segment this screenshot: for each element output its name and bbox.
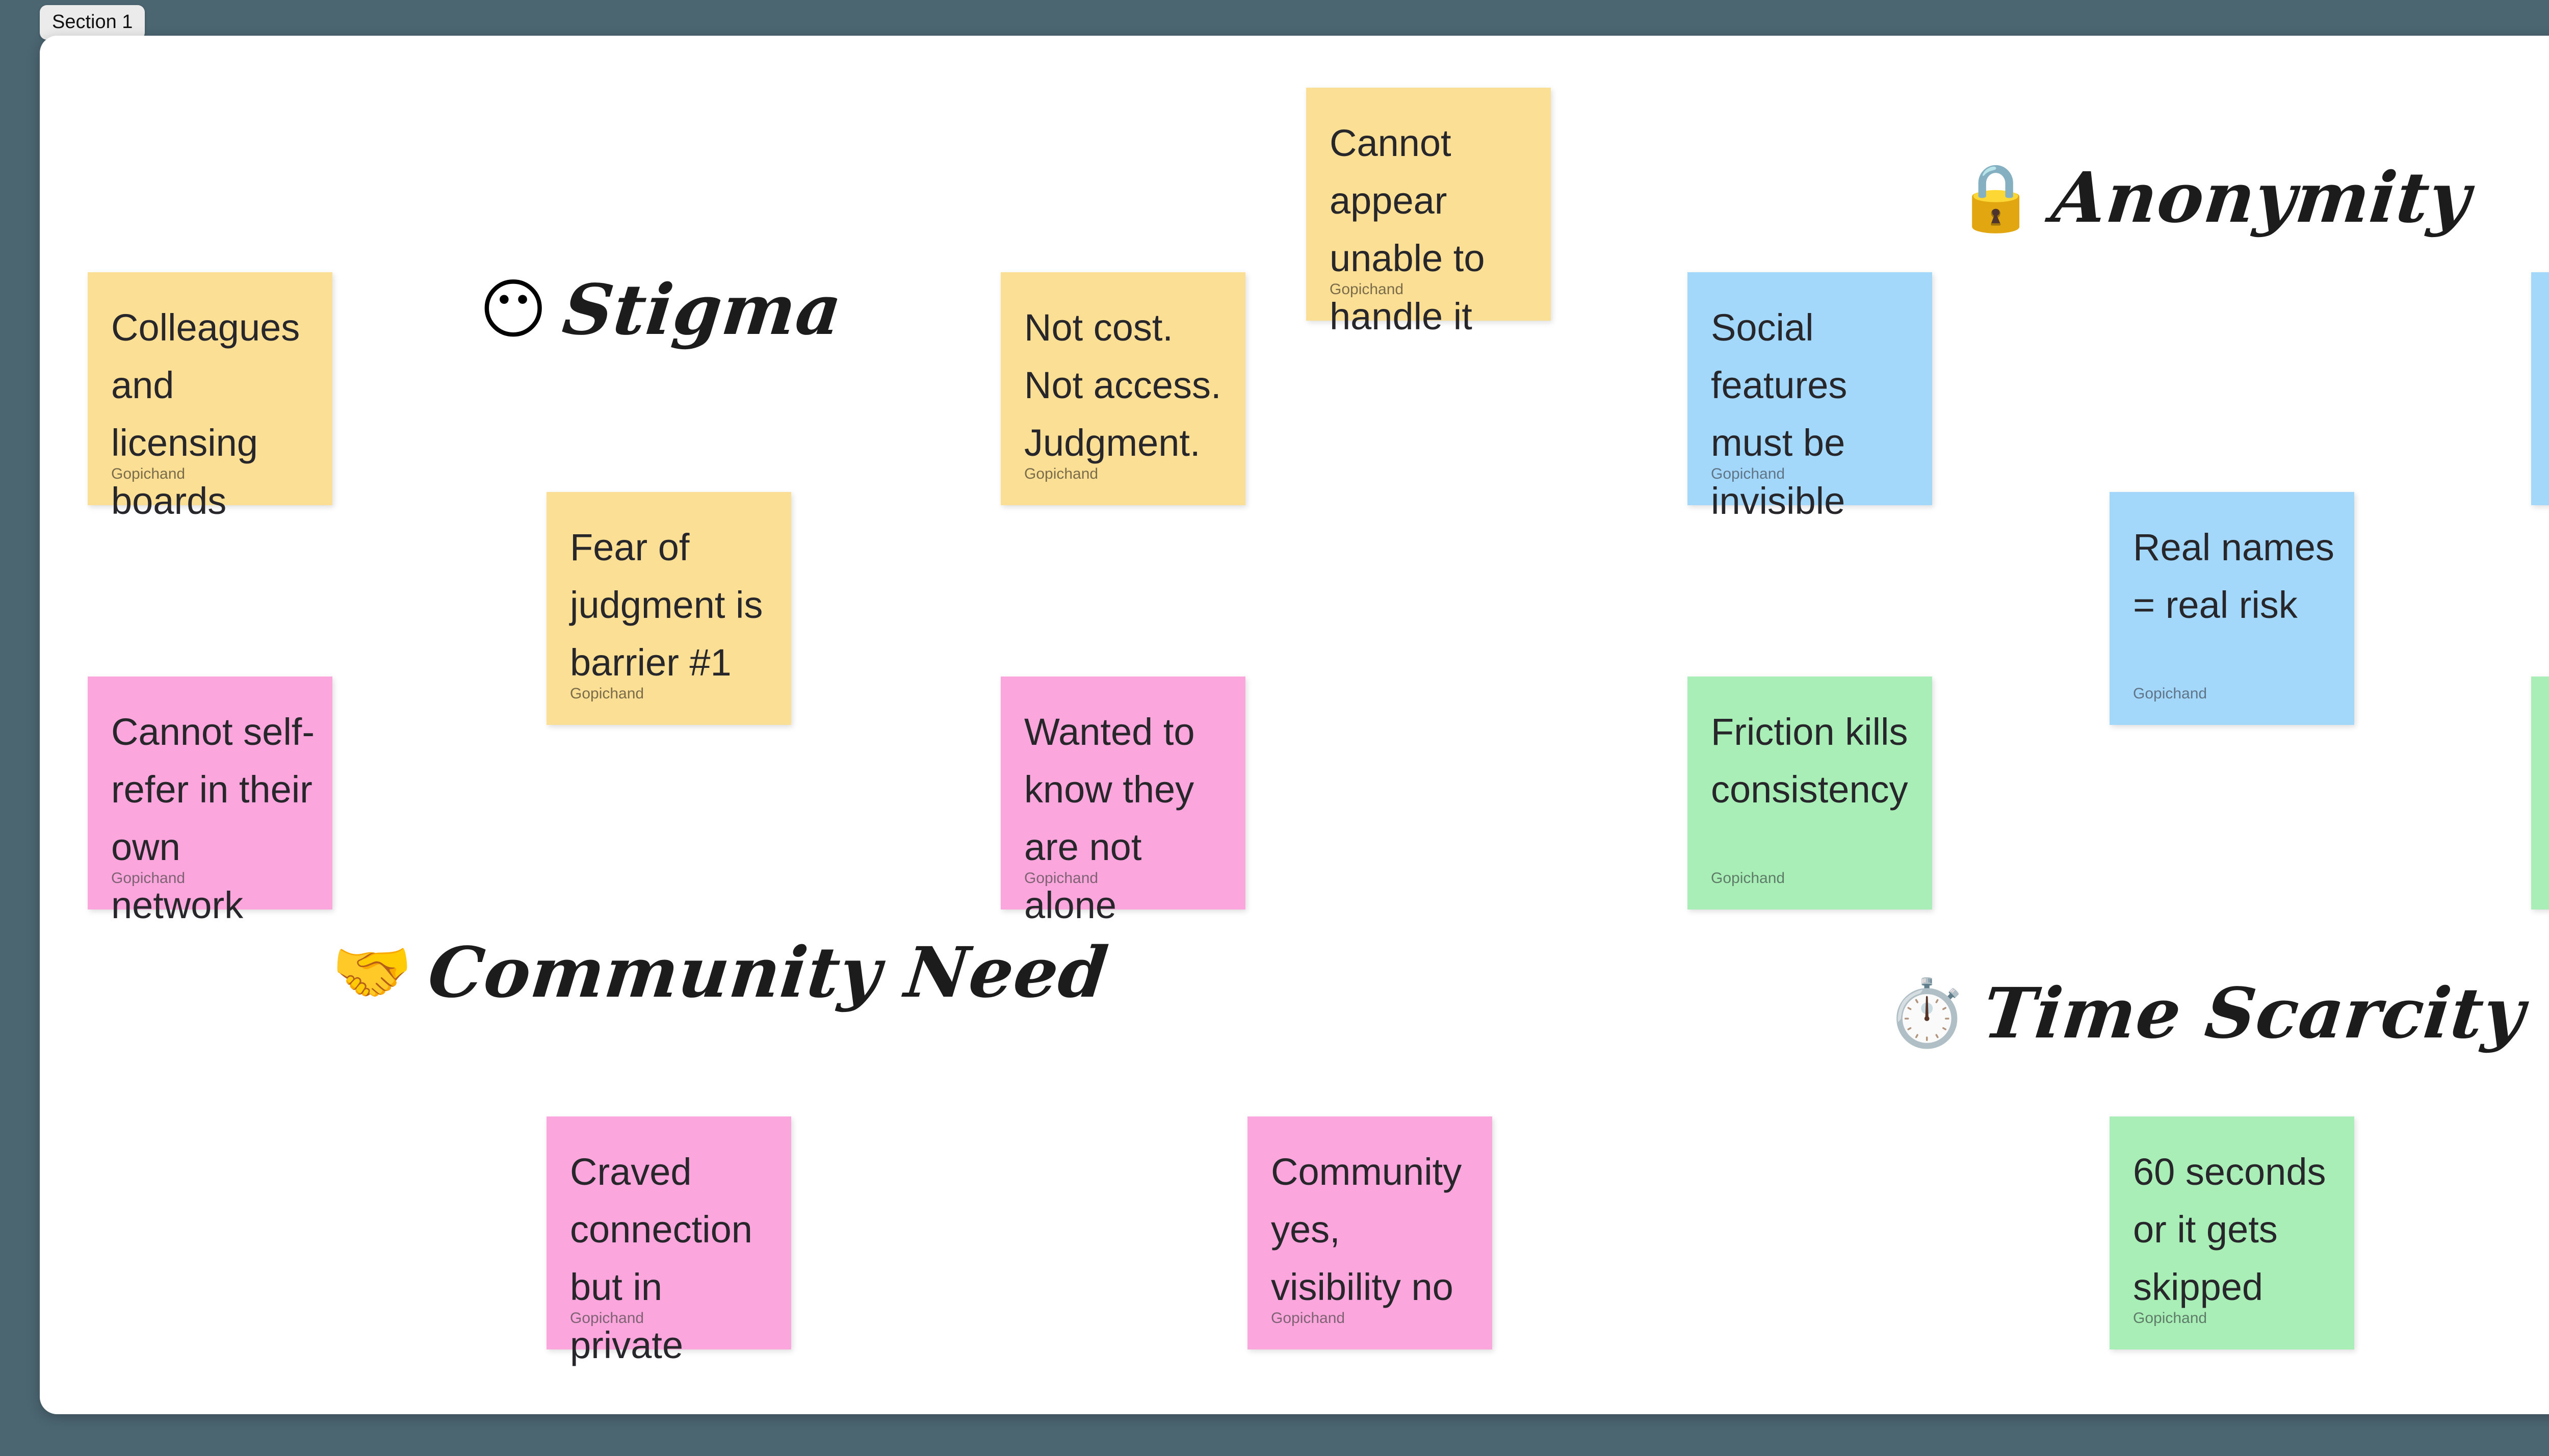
- sticky-note-text: 60 seconds or it gets skipped: [2133, 1151, 2326, 1309]
- sticky-note[interactable]: Identity-free is non-negotiableGopichand: [2531, 272, 2549, 505]
- sticky-note-author: Gopichand: [1024, 870, 1099, 887]
- sticky-note-author: Gopichand: [570, 685, 644, 702]
- cluster-heading-community-need[interactable]: 🤝Community Need: [331, 932, 1112, 1013]
- sticky-note-author: Gopichand: [111, 870, 186, 887]
- lock-emoji: 🔒: [1955, 160, 2037, 236]
- sticky-note-author: Gopichand: [1024, 465, 1099, 482]
- sticky-note[interactable]: Back-to-back sessions leave no roomGopic…: [2531, 677, 2549, 909]
- sticky-note-author: Gopichand: [2133, 685, 2207, 702]
- sticky-note-text: Fear of judgment is barrier #1: [570, 526, 763, 684]
- sticky-note-text: Not cost. Not access. Judgment.: [1024, 306, 1221, 464]
- section-tab[interactable]: Section 1: [40, 5, 145, 40]
- sticky-note-text: Wanted to know they are not alone: [1024, 711, 1195, 926]
- cluster-heading-time-scarcity[interactable]: ⏱️Time Scarcity: [1886, 973, 2529, 1054]
- handshake-emoji: 🤝: [331, 934, 413, 1010]
- sticky-note-text: Cannot self-refer in their own network: [111, 711, 315, 926]
- sticky-note-text: Real names = real risk: [2133, 526, 2334, 627]
- stopwatch-emoji: ⏱️: [1886, 975, 1968, 1051]
- sticky-note-author: Gopichand: [2133, 1310, 2207, 1327]
- sticky-note-text: Craved connection but in private: [570, 1151, 752, 1366]
- sticky-note-author: Gopichand: [1330, 281, 1404, 298]
- sticky-note-text: Friction kills consistency: [1711, 711, 1908, 811]
- sticky-note-author: Gopichand: [1711, 465, 1785, 482]
- cluster-heading-label: Community Need: [424, 932, 1112, 1013]
- sticky-note-author: Gopichand: [111, 465, 186, 482]
- sticky-note-author: Gopichand: [1711, 870, 1785, 887]
- sticky-note-author: Gopichand: [1271, 1310, 1345, 1327]
- face-without-mouth-emoji: 😶: [479, 272, 548, 348]
- cluster-heading-label: Stigma: [559, 269, 846, 351]
- cluster-heading-label: Anonymity: [2048, 157, 2475, 239]
- sticky-note-text: Colleagues and licensing boards: [111, 306, 300, 522]
- sticky-note-text: Social features must be invisible: [1711, 306, 1848, 522]
- cluster-heading-stigma[interactable]: 😶Stigma: [479, 269, 846, 351]
- sticky-note[interactable]: Not cost. Not access. Judgment.Gopichand: [1001, 272, 1245, 505]
- sticky-note-text: Cannot appear unable to handle it: [1330, 122, 1485, 337]
- sticky-note-author: Gopichand: [570, 1310, 644, 1327]
- cluster-heading-label: Time Scarcity: [1979, 973, 2529, 1054]
- sticky-note-text: Community yes, visibility no: [1271, 1151, 1462, 1309]
- board-canvas[interactable]: 😶Stigma 🔒Anonymity 🤝Community Need ⏱️Time S…: [40, 36, 2549, 1414]
- cluster-heading-anonymity[interactable]: 🔒Anonymity: [1955, 157, 2475, 239]
